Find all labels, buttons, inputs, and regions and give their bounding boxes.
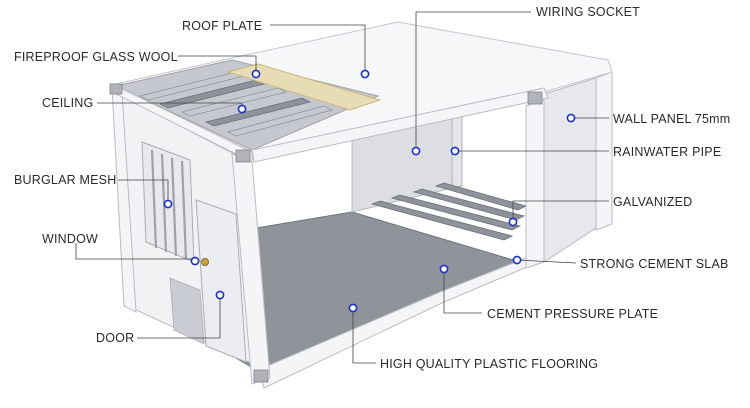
markers <box>163 69 576 313</box>
marker-plastic-flooring <box>348 303 358 313</box>
label-door: DOOR <box>96 331 134 345</box>
marker-burglar-mesh <box>163 199 173 209</box>
ceiling-beams <box>138 71 334 137</box>
leader-door <box>137 295 221 339</box>
label-wall-panel: WALL PANEL 75mm <box>613 112 730 126</box>
marker-window <box>190 256 200 266</box>
right-wall-panel <box>543 77 597 263</box>
marker-rainwater-pipe <box>450 146 460 156</box>
container-illustration <box>109 21 613 389</box>
corner-castings <box>109 83 543 383</box>
label-cement-pressure-plate: CEMENT PRESSURE PLATE <box>487 307 658 321</box>
marker-roof-plate <box>360 69 370 79</box>
leader-glass-wool <box>178 55 257 74</box>
door-lower-opening <box>169 277 205 345</box>
label-burglar-mesh: BURGLAR MESH <box>14 173 116 187</box>
leader-roof-plate <box>270 24 366 74</box>
door-handle <box>201 258 209 266</box>
roof-front-edge <box>251 87 549 163</box>
marker-wall-panel <box>566 113 576 123</box>
leader-burglar-mesh <box>118 179 169 204</box>
leader-plastic-flooring <box>352 308 376 364</box>
leader-galvanized <box>512 200 609 221</box>
marker-galvanized <box>508 217 518 227</box>
marker-door <box>215 290 225 300</box>
door-panel <box>195 199 247 363</box>
marker-ceiling <box>237 104 247 114</box>
label-window: WINDOW <box>42 232 98 246</box>
leader-cement-pressure <box>443 269 482 314</box>
label-ceiling: CEILING <box>42 96 93 110</box>
leader-wiring-socket <box>415 11 531 151</box>
label-rainwater-pipe: RAINWATER PIPE <box>613 145 721 159</box>
marker-glass-wool <box>251 69 261 79</box>
marker-cement-slab <box>512 255 522 265</box>
leader-lines <box>75 11 609 364</box>
label-wiring-socket: WIRING SOCKET <box>536 5 640 19</box>
galvanized-joists <box>370 182 528 241</box>
leader-cement-slab <box>516 259 577 264</box>
marker-cement-pressure <box>439 264 449 274</box>
right-front-post <box>525 99 545 269</box>
label-fireproof-glass-wool: FIREPROOF GLASS WOOL <box>14 50 178 64</box>
marker-wiring-socket <box>411 146 421 156</box>
label-galvanized: GALVANIZED <box>613 195 692 209</box>
label-roof-plate: ROOF PLATE <box>182 19 262 33</box>
leader-window <box>75 243 195 260</box>
glass-wool-layer <box>226 63 382 111</box>
labels: ROOF PLATE FIREPROOF GLASS WOOL CEILING … <box>14 5 730 371</box>
label-plastic-flooring: HIGH QUALITY PLASTIC FLOORING <box>380 357 598 371</box>
label-strong-cement-slab: STRONG CEMENT SLAB <box>580 257 729 271</box>
